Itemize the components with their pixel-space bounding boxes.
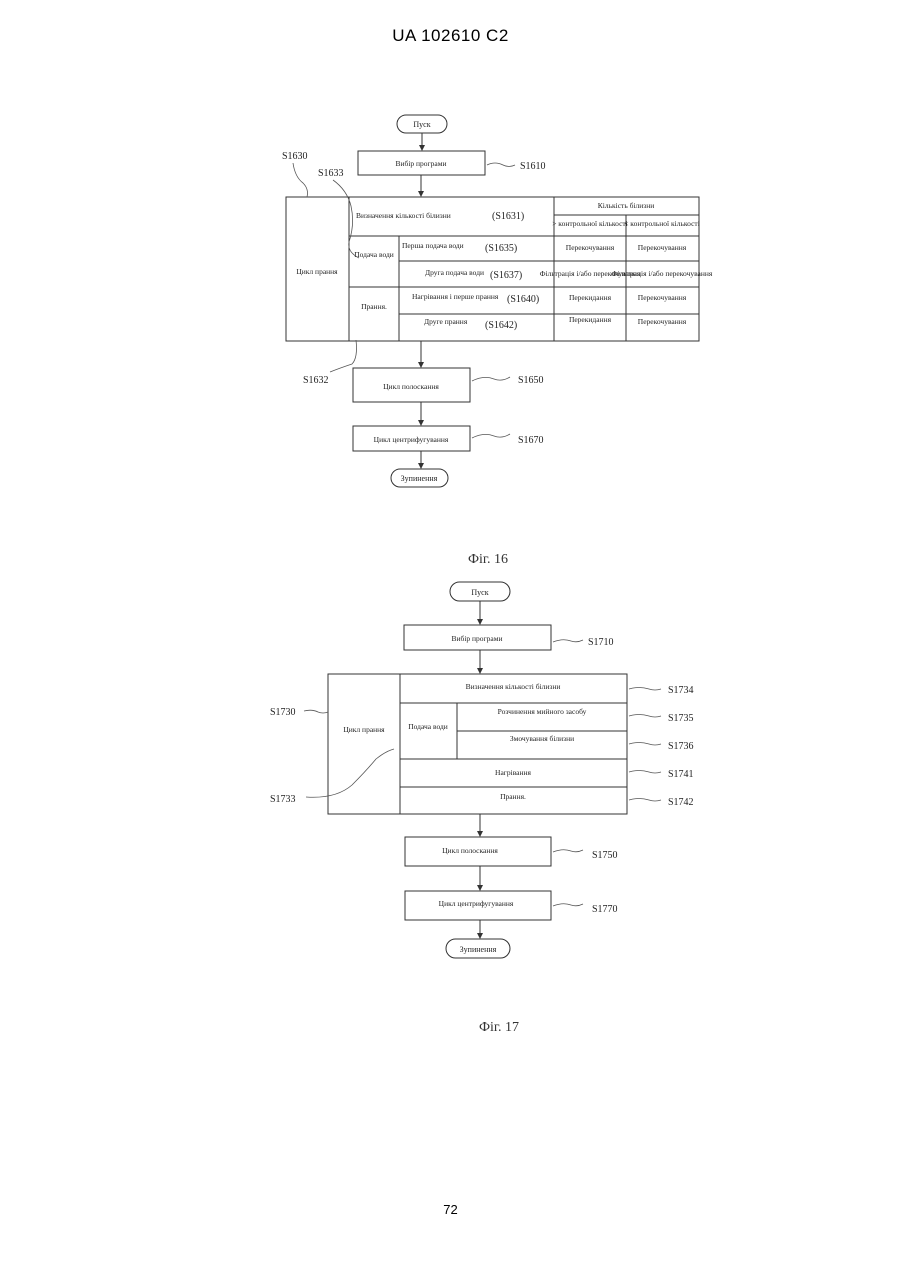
fig17-wash-cycle-label: Цикл прання bbox=[343, 725, 385, 734]
fig17-ref-s1730: S1730 bbox=[270, 707, 296, 718]
fig17-washing-label: Прання. bbox=[500, 792, 526, 801]
fig17-rinse-label: Цикл полоскання bbox=[442, 846, 498, 855]
fig16-ref-s1670: S1670 bbox=[518, 435, 544, 446]
figure-16: Пуск Вибір програми S1610 Цикл прання Ви… bbox=[282, 115, 713, 567]
fig16-washing-label: Прання. bbox=[361, 302, 387, 311]
fig17-ref-s1770: S1770 bbox=[592, 904, 618, 915]
fig16-cell-filter2: Фільтрація і/або перекочування bbox=[612, 269, 713, 278]
fig16-second-wash-label: Друге прання bbox=[424, 317, 468, 326]
fig16-ref-s1631: (S1631) bbox=[492, 211, 524, 222]
fig16-more-than-header: > контрольної кількості bbox=[552, 219, 628, 228]
page-number: 72 bbox=[0, 1202, 901, 1217]
fig16-select-program-label: Вибір програми bbox=[396, 159, 447, 168]
fig16-cell-pump4: Перекочування bbox=[638, 317, 687, 326]
fig17-ref-s1742: S1742 bbox=[668, 797, 694, 808]
fig16-rinse-label: Цикл полоскання bbox=[383, 382, 439, 391]
fig16-cell-flip2: Перекидання bbox=[569, 315, 612, 324]
fig16-wash-cycle-label: Цикл прання bbox=[296, 267, 338, 276]
fig16-first-water-label: Перша подача води bbox=[402, 241, 464, 250]
fig16-spin-label: Цикл центрифугування bbox=[374, 435, 449, 444]
fig16-caption: Фіг. 16 bbox=[468, 552, 508, 567]
fig17-stop-label: Зупинення bbox=[460, 945, 497, 954]
fig16-ref-s1633: S1633 bbox=[318, 168, 344, 179]
fig16-cell-pump2: Перекочування bbox=[638, 243, 687, 252]
fig17-start-label: Пуск bbox=[471, 588, 488, 597]
fig16-amount-header: Кількість білизни bbox=[598, 201, 655, 210]
fig17-determine-amount-label: Визначення кількості білизни bbox=[466, 682, 561, 691]
fig16-ref-s1640: (S1640) bbox=[507, 294, 539, 305]
fig16-second-water-label: Друга подача води bbox=[425, 268, 484, 277]
fig17-select-program-label: Вибір програми bbox=[452, 634, 503, 643]
fig16-determine-amount-label: Визначення кількості білизни bbox=[356, 211, 451, 220]
fig17-wet-label: Змочування білизни bbox=[510, 734, 574, 743]
fig16-stop-label: Зупинення bbox=[401, 474, 438, 483]
fig16-cell-pump3: Перекочування bbox=[638, 293, 687, 302]
fig17-ref-s1735: S1735 bbox=[668, 713, 694, 724]
fig17-ref-s1736: S1736 bbox=[668, 741, 694, 752]
fig17-ref-s1750: S1750 bbox=[592, 850, 618, 861]
fig16-ref-s1635: (S1635) bbox=[485, 243, 517, 254]
fig17-ref-s1741: S1741 bbox=[668, 769, 694, 780]
fig16-ref-s1610: S1610 bbox=[520, 161, 546, 172]
fig17-ref-s1734: S1734 bbox=[668, 685, 694, 696]
fig16-less-than-header: < контрольної кількості bbox=[624, 219, 700, 228]
fig16-cell-pump1: Перекочування bbox=[566, 243, 615, 252]
fig16-ref-s1632: S1632 bbox=[303, 375, 329, 386]
fig16-ref-s1650: S1650 bbox=[518, 375, 544, 386]
fig16-start-label: Пуск bbox=[413, 120, 430, 129]
fig17-dissolve-label: Розчинення мийного засобу bbox=[498, 707, 587, 716]
fig17-spin-label: Цикл центрифугування bbox=[439, 899, 514, 908]
fig17-ref-s1710: S1710 bbox=[588, 637, 614, 648]
fig17-water-supply-label: Подача води bbox=[408, 722, 448, 731]
fig17-heating-label: Нагрівання bbox=[495, 768, 531, 777]
fig16-heating-first-wash-label: Нагрівання і перше прання bbox=[412, 292, 499, 301]
fig17-wash-cycle-block bbox=[328, 674, 627, 814]
fig17-caption: Фіг. 17 bbox=[479, 1020, 519, 1035]
fig16-water-supply-label: Подача води bbox=[354, 250, 394, 259]
fig16-ref-s1630: S1630 bbox=[282, 151, 308, 162]
fig16-cell-flip1: Перекидання bbox=[569, 293, 612, 302]
fig17-ref-s1733: S1733 bbox=[270, 794, 296, 805]
fig16-ref-s1637: (S1637) bbox=[490, 270, 522, 281]
fig16-ref-s1642: (S1642) bbox=[485, 320, 517, 331]
figure-17: Пуск Вибір програми S1710 Цикл прання Ви… bbox=[270, 582, 694, 1035]
